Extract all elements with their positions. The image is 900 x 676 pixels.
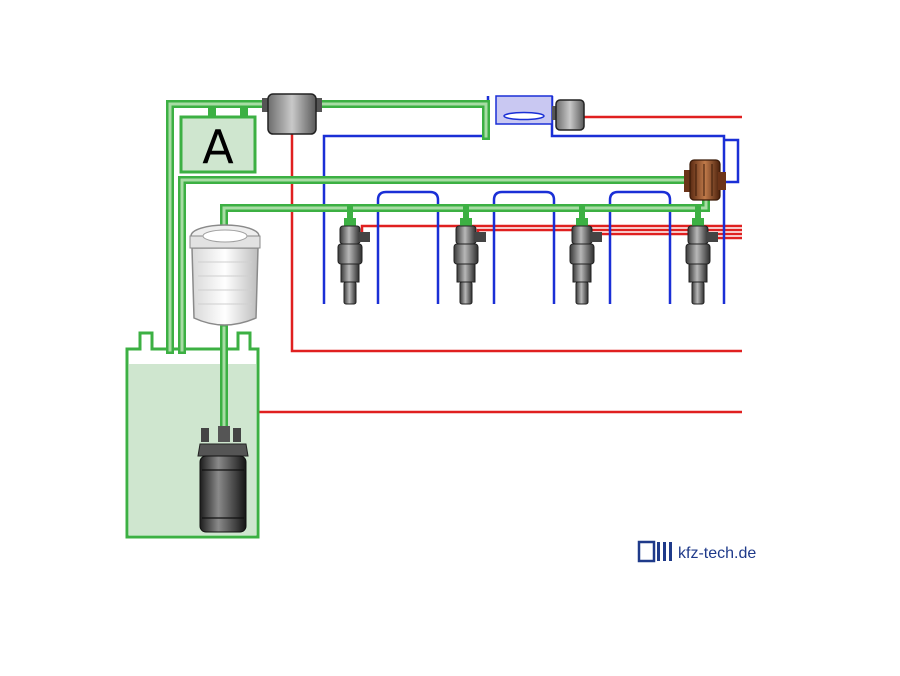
- fuel-filter: [189, 224, 261, 326]
- return-lines: [322, 96, 740, 304]
- component-a-label: A: [202, 120, 234, 174]
- intake-runner-1: [376, 190, 440, 304]
- line-to-airbox: [314, 100, 490, 140]
- fuel-injectors: [337, 218, 718, 305]
- temperature-sensor: [552, 99, 585, 131]
- pressure-regulator: [684, 159, 726, 201]
- brand-logo-icon: [637, 540, 656, 563]
- injector-1: [337, 218, 370, 305]
- injector-3: [569, 218, 602, 305]
- injector-2: [453, 218, 486, 305]
- intake-runner-2: [492, 190, 556, 304]
- fuel-pump: [197, 426, 249, 533]
- air-flow-meter-flap: [503, 111, 545, 121]
- brand-logo: kfz-tech.de: [637, 540, 756, 563]
- wire-main-loop: [290, 130, 742, 353]
- regulator-return-loop: [724, 138, 740, 184]
- intake-runner-3: [608, 190, 672, 304]
- wire-pump-right: [234, 410, 742, 428]
- component-a: A: [179, 115, 257, 174]
- brand-text: kfz-tech.de: [678, 545, 756, 562]
- injector-4: [685, 218, 718, 305]
- component-a-box: [179, 115, 257, 174]
- cold-start-valve: [262, 93, 322, 135]
